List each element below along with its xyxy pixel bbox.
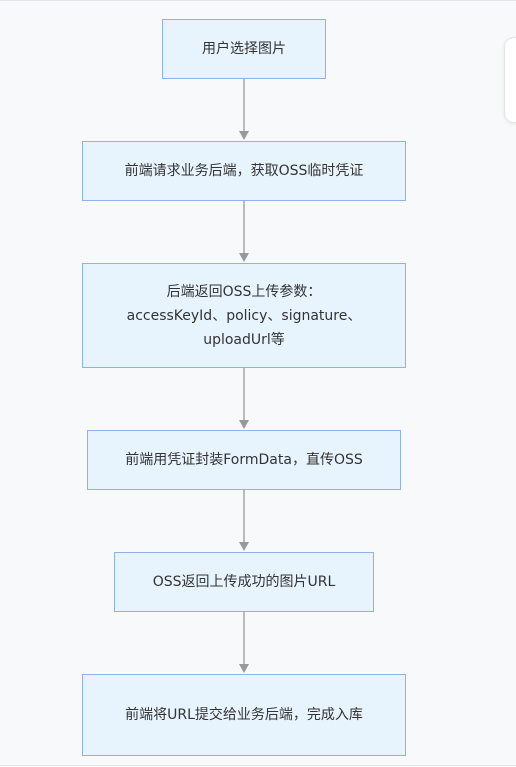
- step-submit-url: 前端将URL提交给业务后端，完成入库: [82, 674, 406, 756]
- step-label: 用户选择图片: [202, 41, 286, 57]
- step-select-image: 用户选择图片: [162, 19, 326, 79]
- arrowhead-icon: [239, 664, 249, 673]
- arrowhead-icon: [239, 420, 249, 429]
- arrowhead-icon: [239, 253, 249, 262]
- step-oss-return-url: OSS返回上传成功的图片URL: [114, 552, 374, 612]
- step-label: 前端将URL提交给业务后端，完成入库: [125, 707, 363, 723]
- step-request-credential: 前端请求业务后端，获取OSS临时凭证: [82, 141, 406, 201]
- arrowhead-icon: [239, 542, 249, 551]
- step-upload-direct: 前端用凭证封装FormData，直传OSS: [87, 430, 401, 490]
- step-return-params: 后端返回OSS上传参数：accessKeyId、policy、signature…: [82, 263, 406, 368]
- step-label: 前端用凭证封装FormData，直传OSS: [125, 452, 363, 468]
- step-label: 后端返回OSS上传参数：accessKeyId、policy、signature…: [126, 283, 362, 348]
- step-label: 前端请求业务后端，获取OSS临时凭证: [124, 163, 364, 179]
- arrowhead-icon: [239, 131, 249, 140]
- side-panel-handle[interactable]: [504, 37, 516, 123]
- step-label: OSS返回上传成功的图片URL: [152, 574, 336, 590]
